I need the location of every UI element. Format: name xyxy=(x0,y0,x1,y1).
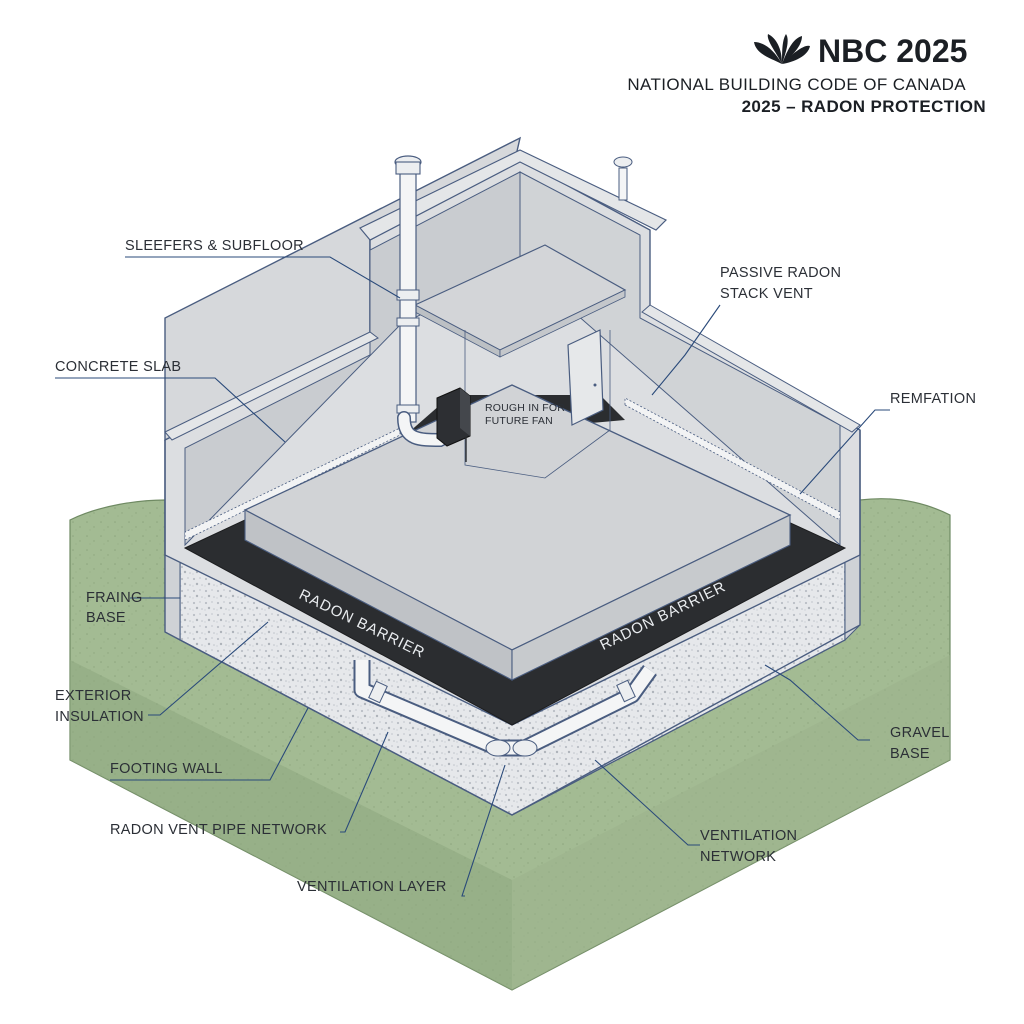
label-passive-stack-line2: STACK VENT xyxy=(720,286,813,302)
concrete-slab xyxy=(243,384,792,681)
label-ventilation-network-line1: VENTILATION xyxy=(700,828,797,844)
fan-junction-box: ROUGH IN FOR FUTURE FAN xyxy=(436,387,565,462)
brand-title: NBC 2025 xyxy=(818,33,967,69)
label-passive-stack-line1: PASSIVE RADON xyxy=(720,265,841,281)
label-framing-base-line2: BASE xyxy=(86,610,126,626)
subtitle-line2: 2025 – RADON PROTECTION xyxy=(742,97,986,116)
leader-lines xyxy=(55,256,890,897)
peacock-logo-icon xyxy=(754,34,810,64)
door xyxy=(567,329,604,426)
label-exterior-insulation-line2: INSULATION xyxy=(55,709,144,725)
callout-labels: SLEEFERS & SUBFLOOR PASSIVE RADON STACK … xyxy=(55,238,976,895)
sub-slab-pipe-network xyxy=(353,660,657,757)
subfloor-platform xyxy=(413,244,627,479)
label-gravel-base-line2: BASE xyxy=(890,746,930,762)
label-rough-in-line2: FUTURE FAN xyxy=(485,415,553,427)
label-sleepers-subfloor: SLEEFERS & SUBFLOOR xyxy=(125,238,304,254)
label-gravel-base-line1: GRAVEL xyxy=(890,725,950,741)
subtitle-line1: NATIONAL BUILDING CODE OF CANADA xyxy=(627,75,966,94)
label-exterior-insulation-line1: EXTERIOR xyxy=(55,688,132,704)
label-concrete-slab: CONCRETE SLAB xyxy=(55,359,181,375)
label-ventilation-layer: VENTILATION LAYER xyxy=(297,879,447,895)
label-radon-vent-pipe: RADON VENT PIPE NETWORK xyxy=(110,822,327,838)
label-rough-in-line1: ROUGH IN FOR xyxy=(485,402,565,414)
label-framing-base-line1: FRAING xyxy=(86,590,143,606)
header: NBC 2025 NATIONAL BUILDING CODE OF CANAD… xyxy=(627,33,986,116)
label-footing-wall: FOOTING WALL xyxy=(110,761,223,777)
label-remfation: REMFATION xyxy=(890,391,976,407)
label-ventilation-network-line2: NETWORK xyxy=(700,849,776,865)
